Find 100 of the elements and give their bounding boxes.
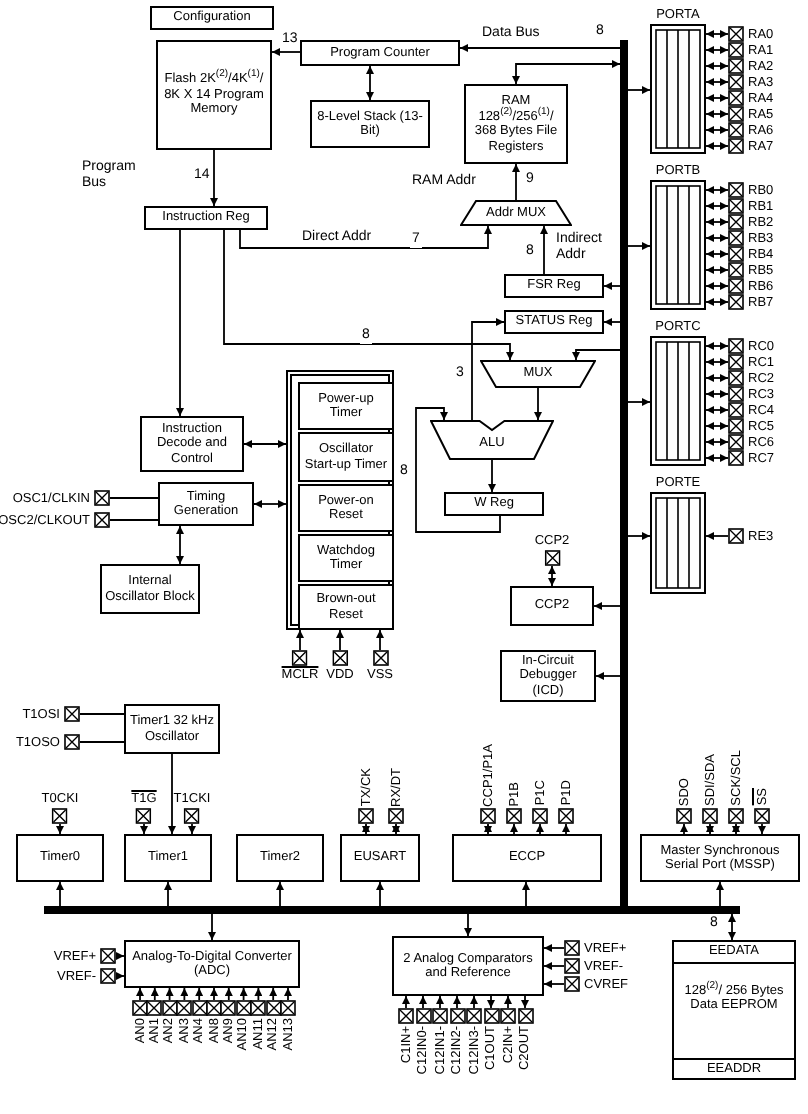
connector-arrow (504, 995, 512, 1009)
connector-arrow (705, 78, 729, 86)
connector-arrow (627, 242, 651, 250)
connector-arrow (176, 229, 184, 417)
connector-arrow (705, 282, 729, 290)
connector-arrow (543, 980, 565, 988)
connector-arrow (603, 318, 621, 326)
connector-arrow (705, 94, 729, 102)
connector-arrow (362, 823, 370, 835)
connector-arrow (243, 440, 287, 448)
connector-arrow (176, 525, 184, 565)
connector-arrow (208, 913, 216, 941)
connector-arrow (195, 987, 204, 1001)
memory-block (672, 940, 796, 1080)
connector-arrow (336, 629, 344, 651)
connector-arrow (705, 298, 729, 306)
connector-arrow (180, 987, 189, 1001)
connector-arrow (402, 995, 410, 1009)
connector-arrow (115, 972, 125, 980)
connector-arrow (115, 952, 125, 960)
connector-arrow (705, 218, 729, 226)
connector-arrow (188, 823, 196, 835)
connector-arrow (521, 995, 529, 1009)
connector-arrow (210, 149, 218, 207)
connector-arrow (705, 30, 729, 38)
connector-arrow (296, 629, 304, 651)
connector-arrow (627, 398, 651, 406)
connector-arrow (164, 881, 172, 907)
connector-arrow (271, 48, 301, 56)
connector-arrow (705, 374, 729, 382)
connector-arrow (603, 282, 621, 290)
connector-arrow (534, 387, 542, 421)
connector-arrow (484, 823, 492, 835)
connector-arrow (543, 944, 565, 952)
connector-arrow (487, 995, 495, 1009)
connector-arrow (224, 987, 233, 1001)
connector-arrow (150, 987, 159, 1001)
connector-arrow (512, 163, 520, 201)
connector-arrow (56, 823, 64, 835)
connector-arrow (705, 406, 729, 414)
connector-arrow (627, 532, 651, 540)
connector-arrow (705, 126, 729, 134)
connector-arrow (269, 987, 278, 1001)
connector-arrow (705, 234, 729, 242)
connector-arrow (136, 987, 144, 1001)
bus-bar (620, 40, 628, 906)
connector-arrow (140, 823, 148, 835)
connector-arrow (376, 881, 384, 907)
connector-arrow (464, 913, 472, 937)
connector-arrow (419, 995, 427, 1009)
connector-arrow (540, 225, 548, 275)
connector-arrow (716, 881, 724, 907)
connector-arrow (705, 438, 729, 446)
connector-arrow (758, 823, 766, 835)
connector-arrow (705, 202, 729, 210)
connector-arrow (706, 823, 714, 835)
connector-arrow (453, 995, 461, 1009)
connector-arrow (595, 672, 621, 680)
connector-arrow (705, 62, 729, 70)
connector-arrow (543, 962, 565, 970)
connector-arrow (366, 65, 374, 101)
connector-arrow (471, 318, 505, 421)
connector-arrow (239, 987, 248, 1001)
connector-arrow (705, 342, 729, 350)
connector-arrow (210, 987, 218, 1001)
connector-arrow (732, 823, 740, 835)
connector-arrow (165, 987, 174, 1001)
connector-arrow (705, 390, 729, 398)
connector-arrow (470, 995, 478, 1009)
connector-arrow (56, 881, 64, 907)
connector-arrow (436, 995, 444, 1009)
connector-arrow (223, 229, 514, 361)
reset-block-frame (286, 370, 394, 630)
connector-arrow (510, 823, 518, 835)
bus-bar (44, 906, 740, 914)
connector-arrow (512, 60, 621, 85)
connector-arrow (168, 753, 176, 835)
connector-arrow (562, 823, 570, 835)
connector-arrow (705, 454, 729, 462)
connector-arrow (705, 46, 729, 54)
connector-arrow (522, 881, 530, 907)
connector-arrow (488, 459, 496, 493)
connector-arrow (728, 913, 736, 941)
connector-arrow (705, 422, 729, 430)
connector-arrow (705, 142, 729, 150)
connector-arrow (276, 881, 284, 907)
connector-arrow (253, 500, 287, 508)
connector-arrow (705, 110, 729, 118)
connector-arrow (572, 349, 621, 361)
connector-arrow (705, 358, 729, 366)
connector-arrow (459, 44, 621, 52)
connector-arrow (392, 823, 400, 835)
connector-arrow (705, 266, 729, 274)
connector-arrow (705, 250, 729, 258)
connector-arrow (705, 532, 729, 540)
connector-arrow (548, 565, 556, 587)
connector-arrow (680, 823, 688, 835)
connector-arrow (593, 602, 621, 610)
connector-arrow (284, 987, 292, 1001)
connector-arrow (705, 186, 729, 194)
